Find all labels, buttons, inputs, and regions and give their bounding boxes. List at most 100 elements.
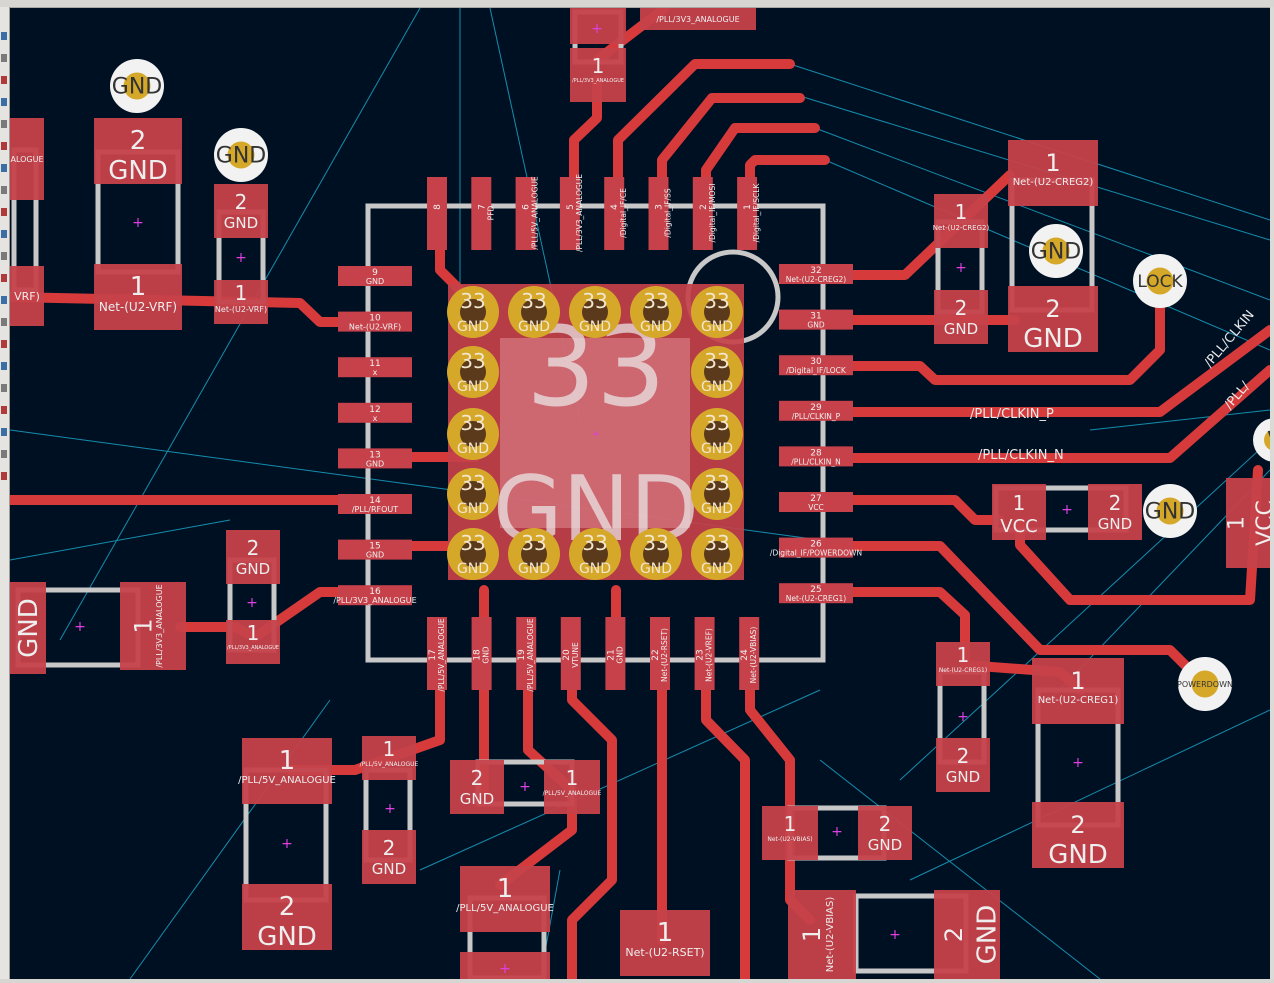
draw-arc-icon[interactable] (0, 247, 8, 265)
bl-horiz-pad-gnd[interactable]: GND (10, 582, 46, 674)
ic-pin-bottom-19[interactable] (516, 617, 537, 690)
ic-pin-top-8[interactable] (427, 177, 447, 250)
local-ratsnest-icon[interactable] (0, 71, 8, 89)
top-3v3-pad2[interactable] (570, 8, 626, 44)
bl-small-pad1[interactable]: 1/PLL/3V3_ANALOGUE (226, 620, 280, 664)
grid-origin-icon[interactable] (0, 423, 8, 441)
ic-pin-right-27[interactable] (779, 492, 853, 512)
ic-pin-right-26[interactable] (779, 537, 853, 558)
b5v-bottom-pad1[interactable]: 1/PLL/5V_ANALOGUE (456, 866, 554, 932)
ic-pin-left-11[interactable] (338, 357, 412, 378)
drill-origin-icon[interactable] (0, 401, 8, 419)
bottom-scrollbar[interactable] (0, 979, 1274, 983)
testpoint-gnd-2[interactable]: GND (214, 128, 268, 182)
select-tool-icon[interactable] (0, 27, 8, 45)
ic-pin-left-9[interactable] (338, 266, 412, 286)
testpoint-gnd-4[interactable]: GND (1143, 484, 1197, 538)
ic-pin-top-4[interactable] (604, 177, 625, 250)
testpoint-lock[interactable]: LOCK (1133, 254, 1187, 308)
top-3v3-top-pad[interactable]: /PLL/3V3_ANALOGUE (640, 8, 756, 30)
top-3v3-pad1[interactable]: 1/PLL/3V3_ANALOGUE (570, 48, 626, 102)
ic-pin-top-6[interactable] (515, 177, 536, 250)
add-via-icon[interactable] (0, 159, 8, 177)
ic-pin-bottom-22[interactable] (650, 617, 670, 690)
ic-pin-top-5[interactable] (559, 177, 580, 250)
draw-rect-icon[interactable] (0, 269, 8, 287)
ic-pin-top-1[interactable] (737, 177, 758, 250)
bl-horiz-pad1[interactable]: 1/PLL/3V3_ANALOGUE (120, 582, 186, 670)
draw-circle-icon[interactable] (0, 291, 8, 309)
ic-pin-left-16[interactable] (338, 585, 412, 606)
ic-pin-left-15[interactable] (338, 539, 412, 560)
b5v-small-pad1[interactable]: 1/PLL/5V_ANALOGUE (360, 736, 419, 780)
route-diff-pair-icon[interactable] (0, 115, 8, 133)
draw-line-icon[interactable] (0, 225, 8, 243)
ic-pin-right-29[interactable] (779, 400, 853, 421)
ic-pin-top-3[interactable] (648, 177, 669, 250)
ic-pin-right-32[interactable] (779, 264, 853, 284)
measure-tool-icon[interactable] (0, 467, 8, 485)
ic-pin-bottom-18[interactable] (471, 617, 492, 690)
ic-pin-right-28[interactable] (779, 446, 853, 467)
ic-pin-right-25[interactable] (779, 583, 853, 604)
add-dimension-icon[interactable] (0, 357, 8, 375)
right-scrollbar[interactable] (1270, 7, 1274, 983)
left-edge-pad-vrf[interactable]: VRF) (10, 266, 44, 326)
ic-pin-left-13[interactable] (338, 448, 412, 469)
ic-pin-right-30[interactable] (779, 355, 853, 376)
testpoint-gnd-3[interactable]: GND (1029, 224, 1083, 278)
add-keepout-icon[interactable] (0, 203, 8, 221)
ic-pin-top-7[interactable] (471, 177, 492, 250)
ic-pin-top-2[interactable] (692, 177, 713, 250)
testpoint-powerdown[interactable]: POWERDOWN (1177, 657, 1233, 711)
add-zone-icon[interactable] (0, 181, 8, 199)
ic-pin-right-31[interactable] (779, 309, 853, 330)
b5v-horiz-pad1[interactable]: 1/PLL/5V_ANALOGUE (543, 760, 602, 814)
ic-pin-bottom-17[interactable] (427, 617, 447, 690)
ic-pin-left-10[interactable] (338, 311, 412, 332)
ic-pin-bottom-21[interactable] (605, 617, 626, 690)
ic-pin-left-14[interactable] (338, 494, 412, 514)
add-text-icon[interactable] (0, 335, 8, 353)
delete-tool-icon[interactable] (0, 445, 8, 463)
testpoint-v[interactable]: V (1253, 418, 1270, 462)
ic-pin-bottom-20[interactable] (560, 617, 581, 690)
draw-polygon-icon[interactable] (0, 313, 8, 331)
highlight-net-icon[interactable] (0, 49, 8, 67)
